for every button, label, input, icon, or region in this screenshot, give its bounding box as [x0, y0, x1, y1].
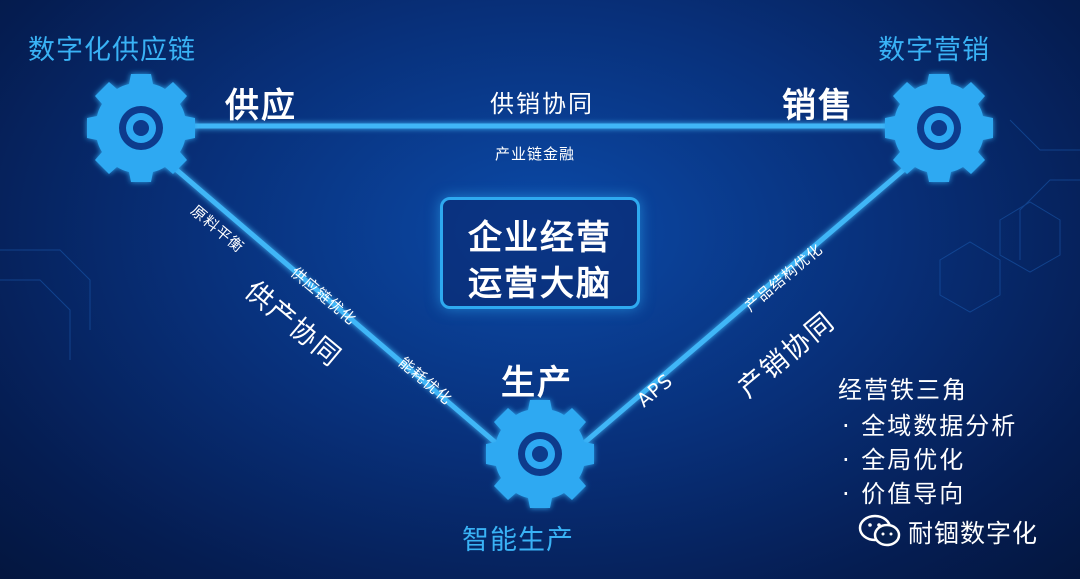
center-box: 企业经营 运营大脑 — [440, 197, 640, 309]
bullet-dot: · — [842, 480, 852, 508]
center-title-line1: 企业经营 — [468, 218, 612, 258]
node-label-production: 生产 — [501, 363, 573, 403]
gear-icon-supply — [87, 74, 195, 182]
side-bullet-text-3: 价值导向 — [861, 480, 966, 508]
side-bullet-3: · 价值导向 — [842, 474, 965, 509]
bullet-dot: · — [842, 412, 852, 440]
decor-circuit — [0, 119, 1080, 360]
center-title-line2: 运营大脑 — [468, 264, 612, 304]
edge-top-sub-label: 产业链金融 — [495, 145, 576, 163]
side-panel-title: 经营铁三角 — [838, 376, 968, 404]
node-label-sales: 销售 — [782, 86, 854, 126]
corner-label-supply: 数字化供应链 — [28, 35, 196, 66]
bullet-dot: · — [842, 446, 852, 474]
edge-top-main-label: 供销协同 — [490, 90, 594, 118]
brand-name: 耐锢数字化 — [908, 519, 1039, 548]
gear-icon-sales — [885, 74, 993, 182]
corner-label-sales: 数字营销 — [878, 35, 990, 66]
corner-label-production: 智能生产 — [462, 525, 574, 556]
side-bullet-text-2: 全局优化 — [861, 446, 966, 474]
edge-left-line — [162, 157, 513, 458]
side-bullet-2: · 全局优化 — [842, 440, 965, 475]
edge-right-line — [567, 157, 918, 458]
wechat-icon — [858, 514, 901, 547]
side-bullet-1: · 全域数据分析 — [842, 406, 1017, 441]
gear-icon-production — [486, 400, 594, 508]
side-bullet-text-1: 全域数据分析 — [861, 412, 1018, 440]
node-label-supply: 供应 — [225, 86, 297, 126]
